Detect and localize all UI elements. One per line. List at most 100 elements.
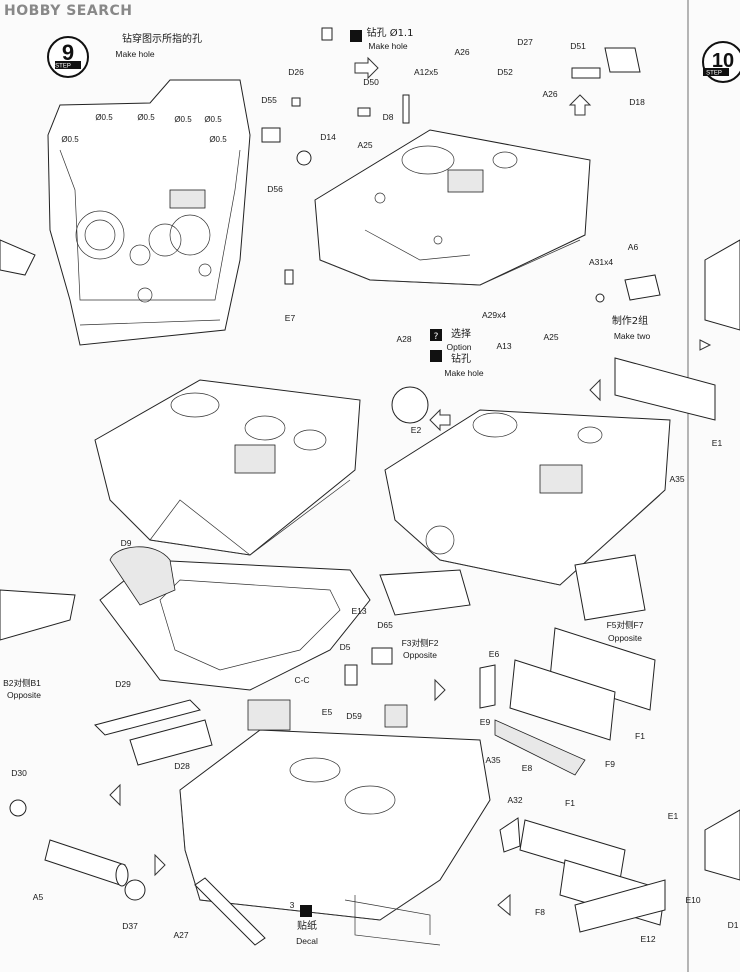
part-label: D14	[320, 131, 336, 142]
part-label: B2对侧B1	[3, 677, 41, 688]
hole-label: Ø0.5	[204, 115, 222, 124]
step-9-number: 9	[62, 40, 74, 65]
hole-label: Ø0.5	[137, 113, 155, 122]
part-label: E7	[284, 312, 296, 323]
part-label: A31x4	[588, 256, 614, 267]
part-label: E8	[521, 762, 533, 773]
part-label: E2	[410, 424, 422, 435]
part-label: D26	[288, 66, 304, 77]
part-label: F9	[605, 758, 615, 769]
option-en: Option	[446, 341, 472, 352]
part-label: D1	[727, 919, 739, 930]
part-label: A27	[173, 929, 189, 940]
step-9-badge: 9 STEP	[47, 36, 89, 78]
upper-hull-a	[314, 129, 591, 286]
part-label: D28	[174, 760, 190, 771]
decal-cn: 贴纸	[297, 921, 317, 932]
part-label: A5	[32, 891, 44, 902]
svg-text:?: ?	[434, 332, 439, 342]
part-label: D51	[570, 40, 586, 51]
part-label: A28	[396, 333, 412, 344]
part-label: Opposite	[402, 649, 438, 660]
part-label: D30	[11, 767, 27, 778]
part-label: E5	[321, 706, 333, 717]
part-label: E1	[711, 437, 723, 448]
exhaust-parts	[9, 699, 266, 946]
part-label: D65	[377, 619, 393, 630]
cutoff-part-right-top	[704, 239, 740, 331]
part-label: E1	[667, 810, 679, 821]
part-label: E6	[488, 648, 500, 659]
cutoff-part-left-top	[0, 239, 36, 276]
part-label: D29	[115, 678, 131, 689]
upper-hull-b	[94, 379, 361, 556]
make-two-en: Make two	[613, 330, 651, 341]
grille-panels	[379, 357, 716, 933]
part-label: A12x5	[413, 66, 439, 77]
part-label: F1	[635, 730, 645, 741]
drill-note-en: Make hole	[368, 40, 408, 51]
part-label: E13	[351, 605, 367, 616]
part-label: F8	[535, 906, 545, 917]
step-10-number: 10	[712, 50, 734, 72]
section-label: C-C	[294, 674, 310, 685]
hole-label: Ø0.5	[61, 135, 79, 144]
part-label: D9	[120, 537, 132, 548]
step-10-word: STEP	[706, 71, 722, 77]
part-label: A25	[543, 331, 559, 342]
part-label: E9	[479, 716, 491, 727]
make-two-cn: 制作2组	[611, 316, 649, 327]
part-label: F5对侧F7	[606, 619, 644, 630]
cutoff-part-right-bottom	[704, 809, 740, 881]
part-label: A35	[485, 754, 501, 765]
part-label: A13	[496, 340, 512, 351]
upper-hull-c	[384, 409, 671, 586]
hull-bottom-plate	[47, 79, 251, 346]
part-label: A26	[542, 88, 558, 99]
part-label: A26	[454, 46, 470, 57]
part-label: Opposite	[607, 632, 643, 643]
hole-label: Ø0.5	[209, 135, 227, 144]
drill2-cn: 钻孔	[451, 354, 471, 365]
part-label: D37	[122, 920, 138, 931]
part-label: A6	[627, 241, 639, 252]
drill2-en: Make hole	[444, 367, 484, 378]
assembly-arrows	[109, 56, 712, 917]
part-label: D18	[629, 96, 645, 107]
part-label: F3对侧F2	[401, 637, 439, 648]
decal-en: Decal	[296, 935, 318, 946]
part-label: A32	[507, 794, 523, 805]
small-parts	[261, 27, 661, 853]
step-10-badge: 10 STEP	[702, 41, 740, 83]
part-label: A25	[357, 139, 373, 150]
hole-label: Ø0.5	[174, 115, 192, 124]
make-hole-note-cn: 钻穿图示所指的孔	[122, 34, 202, 45]
part-label: D55	[261, 94, 277, 105]
hull-floor	[99, 546, 371, 691]
watermark: HOBBY SEARCH	[4, 3, 133, 19]
part-label: D5	[339, 641, 351, 652]
lower-hull	[179, 699, 491, 946]
part-label: A35	[669, 473, 685, 484]
part-label: F1	[565, 797, 575, 808]
part-label: D50	[363, 76, 379, 87]
part-label: E10	[685, 894, 701, 905]
option-cn: 选择	[451, 329, 471, 340]
part-label: D52	[497, 66, 513, 77]
step-9-word: STEP	[55, 64, 71, 70]
drill-icon: ?	[300, 30, 442, 917]
part-label: D27	[517, 36, 533, 47]
part-label: D56	[267, 183, 283, 194]
part-label: D8	[382, 111, 394, 122]
cutoff-part-left-mid	[0, 589, 76, 641]
part-label: Opposite	[6, 689, 42, 700]
part-label: E12	[640, 933, 656, 944]
make-hole-note-en: Make hole	[115, 48, 155, 59]
part-label: D59	[346, 710, 362, 721]
part-label: 3	[289, 899, 295, 910]
hole-label: Ø0.5	[95, 113, 113, 122]
drill-note-cn: 钻孔 Ø1.1	[366, 28, 414, 39]
part-label: A29x4	[481, 309, 507, 320]
